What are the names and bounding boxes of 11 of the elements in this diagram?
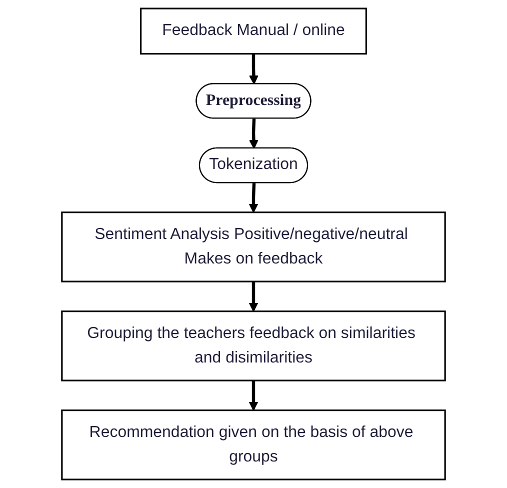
process-ellipse: Tokenization — [198, 147, 308, 184]
arrow — [249, 54, 258, 84]
process-box: Recommendation given on the basis of above groups — [61, 410, 446, 480]
arrow — [248, 183, 258, 213]
arrow — [249, 118, 258, 149]
process-ellipse: Preprocessing — [196, 83, 312, 119]
arrow — [248, 380, 258, 411]
process-box: Grouping the teachers feedback on similarities and disimilarities — [61, 310, 446, 382]
process-box: Sentiment Analysis Positive/negative/neutral Makes on feedback — [61, 212, 446, 282]
process-box: Feedback Manual / online — [140, 8, 367, 55]
arrow — [248, 282, 258, 312]
